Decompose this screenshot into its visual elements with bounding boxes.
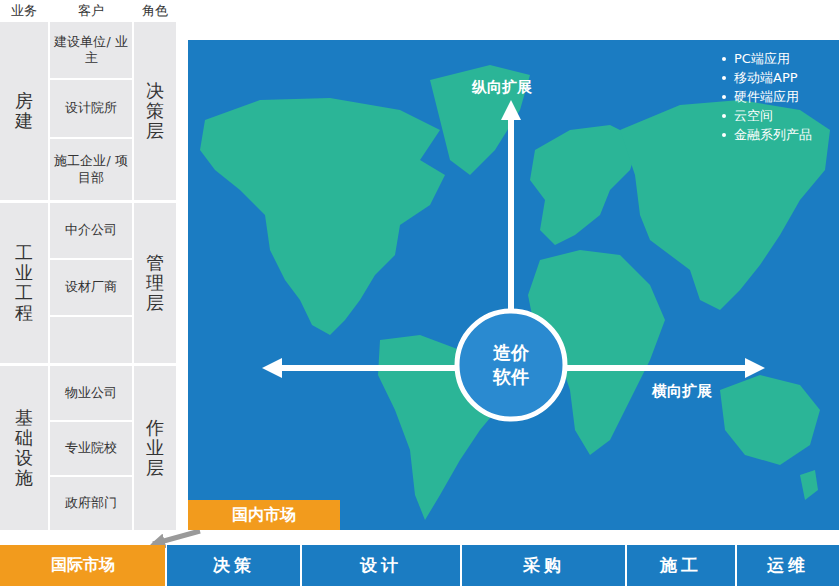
customer-cell: 政府部门 xyxy=(50,477,132,530)
node-text: 设材厂商 xyxy=(65,279,117,295)
node-text: 设计院所 xyxy=(65,100,117,116)
bullet-item: 云空间 xyxy=(722,107,773,125)
core-circle: 造价 软件 xyxy=(453,307,569,423)
customer-cell: 专业院校 xyxy=(50,422,132,475)
customer-cell: 物业公司 xyxy=(50,366,132,420)
customer-cell: 中介公司 xyxy=(50,203,132,258)
business-cell: 房建 xyxy=(0,22,48,200)
stage-segment: 决策 xyxy=(167,545,300,586)
customer-cell: 设材厂商 xyxy=(50,260,132,315)
node-text: 设计 xyxy=(360,554,402,577)
node-text: 基础设施 xyxy=(15,408,33,487)
stage-segment: 运维 xyxy=(737,545,839,586)
customer-cell: 建设单位/ 业主 xyxy=(50,22,132,78)
node-text: 施工企业/ 项目部 xyxy=(53,153,129,186)
node-text: 物业公司 xyxy=(65,385,117,401)
connector-arrow xyxy=(153,531,200,544)
node-text: 房建 xyxy=(15,91,33,131)
axis-label: 纵向扩展 xyxy=(472,78,532,97)
map-panel xyxy=(188,40,839,530)
node-text: 管理层 xyxy=(146,253,164,312)
node-text: 政府部门 xyxy=(65,495,117,511)
bullet-item: 移动端APP xyxy=(722,69,798,87)
column-header: 角色 xyxy=(134,3,176,20)
node-text: 决策层 xyxy=(146,81,164,140)
business-cell: 工业工程 xyxy=(0,203,48,363)
role-cell: 决策层 xyxy=(134,22,176,200)
continents xyxy=(200,65,830,520)
node-text: 造价 软件 xyxy=(490,341,531,390)
customer-cell: 施工企业/ 项目部 xyxy=(50,139,132,200)
bullet-item: PC端应用 xyxy=(722,50,790,68)
node-text: 运维 xyxy=(767,554,809,577)
market-box: 国内市场 xyxy=(188,500,340,530)
node-text: 建设单位/ 业主 xyxy=(53,34,129,67)
column-header: 客户 xyxy=(50,3,132,20)
empty-cell xyxy=(50,317,132,363)
node-text: 施工 xyxy=(660,554,702,577)
market-box: 国际市场 xyxy=(0,545,165,586)
stage-segment: 施工 xyxy=(627,545,735,586)
column-header: 业务 xyxy=(0,3,48,20)
node-text: 专业院校 xyxy=(65,440,117,456)
node-text: 采购 xyxy=(523,554,565,577)
bullet-item: 硬件端应用 xyxy=(722,88,799,106)
node-text: 国际市场 xyxy=(51,555,115,576)
role-cell: 作业层 xyxy=(134,366,176,530)
node-text: 决策 xyxy=(213,554,255,577)
circle-outline xyxy=(453,307,569,423)
axis-label: 横向扩展 xyxy=(652,382,712,401)
node-text: 作业层 xyxy=(146,418,164,477)
node-text: 中介公司 xyxy=(65,222,117,238)
bullet-item: 金融系列产品 xyxy=(722,126,812,144)
node-text: 国内市场 xyxy=(232,505,296,526)
stage-segment: 设计 xyxy=(302,545,460,586)
role-cell: 管理层 xyxy=(134,203,176,363)
node-text: 工业工程 xyxy=(15,243,33,322)
customer-cell: 设计院所 xyxy=(50,80,132,137)
stage-segment: 采购 xyxy=(462,545,625,586)
business-cell: 基础设施 xyxy=(0,366,48,530)
